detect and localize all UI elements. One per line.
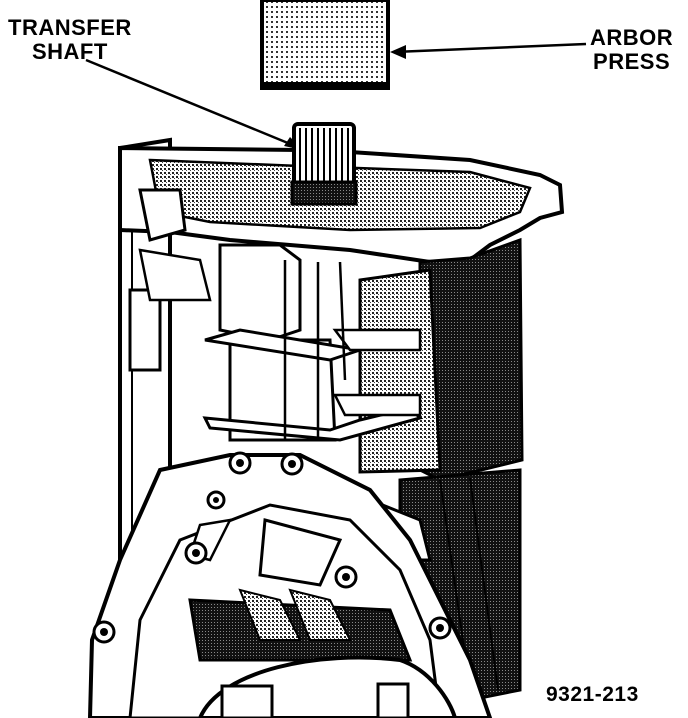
transfer-shaft-label-line1: TRANSFER: [8, 15, 132, 40]
arbor-press-label-line2: PRESS: [593, 49, 671, 74]
transfer-shaft: [290, 122, 358, 206]
transmission-case: [118, 137, 565, 702]
arbor-press-ram: [260, 0, 390, 90]
arbor-press-label-line1: ARBOR: [590, 25, 674, 50]
arbor-press-leader: [393, 42, 587, 54]
arbor-press-label: ARBOR PRESS: [590, 26, 673, 74]
arbor-press-arrowhead: [390, 45, 406, 59]
transfer-shaft-label: TRANSFER SHAFT: [8, 16, 132, 64]
transfer-shaft-label-line2: SHAFT: [31, 39, 108, 64]
figure-number: 9321-213: [546, 683, 639, 706]
transfer-shaft-leader: [85, 58, 301, 150]
front-flange: [87, 451, 493, 718]
